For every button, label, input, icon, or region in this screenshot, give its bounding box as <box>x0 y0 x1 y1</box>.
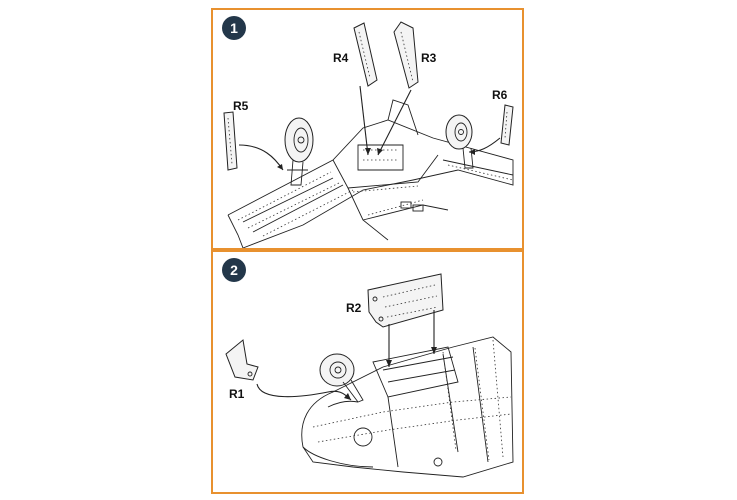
step-2-illustration: R2 R1 <box>225 273 514 478</box>
gear-door-r4 <box>353 22 378 87</box>
callout-r1: R1 <box>229 387 245 401</box>
gear-door-r1 <box>225 339 259 381</box>
step-number-badge: 1 <box>222 16 246 40</box>
step-2-panel: 2 <box>211 250 524 494</box>
gear-door-r2 <box>367 273 444 328</box>
step-number-badge: 2 <box>222 258 246 282</box>
gear-door-r3 <box>393 21 419 89</box>
right-main-wheel <box>445 114 474 169</box>
left-main-wheel <box>284 117 314 186</box>
gear-door-r6 <box>500 104 514 146</box>
leader-lines <box>238 85 501 171</box>
callout-r2: R2 <box>346 301 362 315</box>
step-number: 2 <box>230 262 238 278</box>
nose-wheel <box>319 353 364 403</box>
gear-door-r5 <box>223 111 238 171</box>
leader-lines <box>256 310 437 401</box>
callout-r4: R4 <box>333 51 349 65</box>
wing-underside-drawing <box>227 99 514 248</box>
step-1-panel: 1 <box>211 8 524 250</box>
callout-r6: R6 <box>492 88 508 102</box>
callout-r5: R5 <box>233 99 249 113</box>
step-number: 1 <box>230 20 238 36</box>
callout-r3: R3 <box>421 51 437 65</box>
step-1-illustration: R4 R3 R5 R6 <box>223 21 514 248</box>
nacelle-drawing <box>301 336 514 478</box>
